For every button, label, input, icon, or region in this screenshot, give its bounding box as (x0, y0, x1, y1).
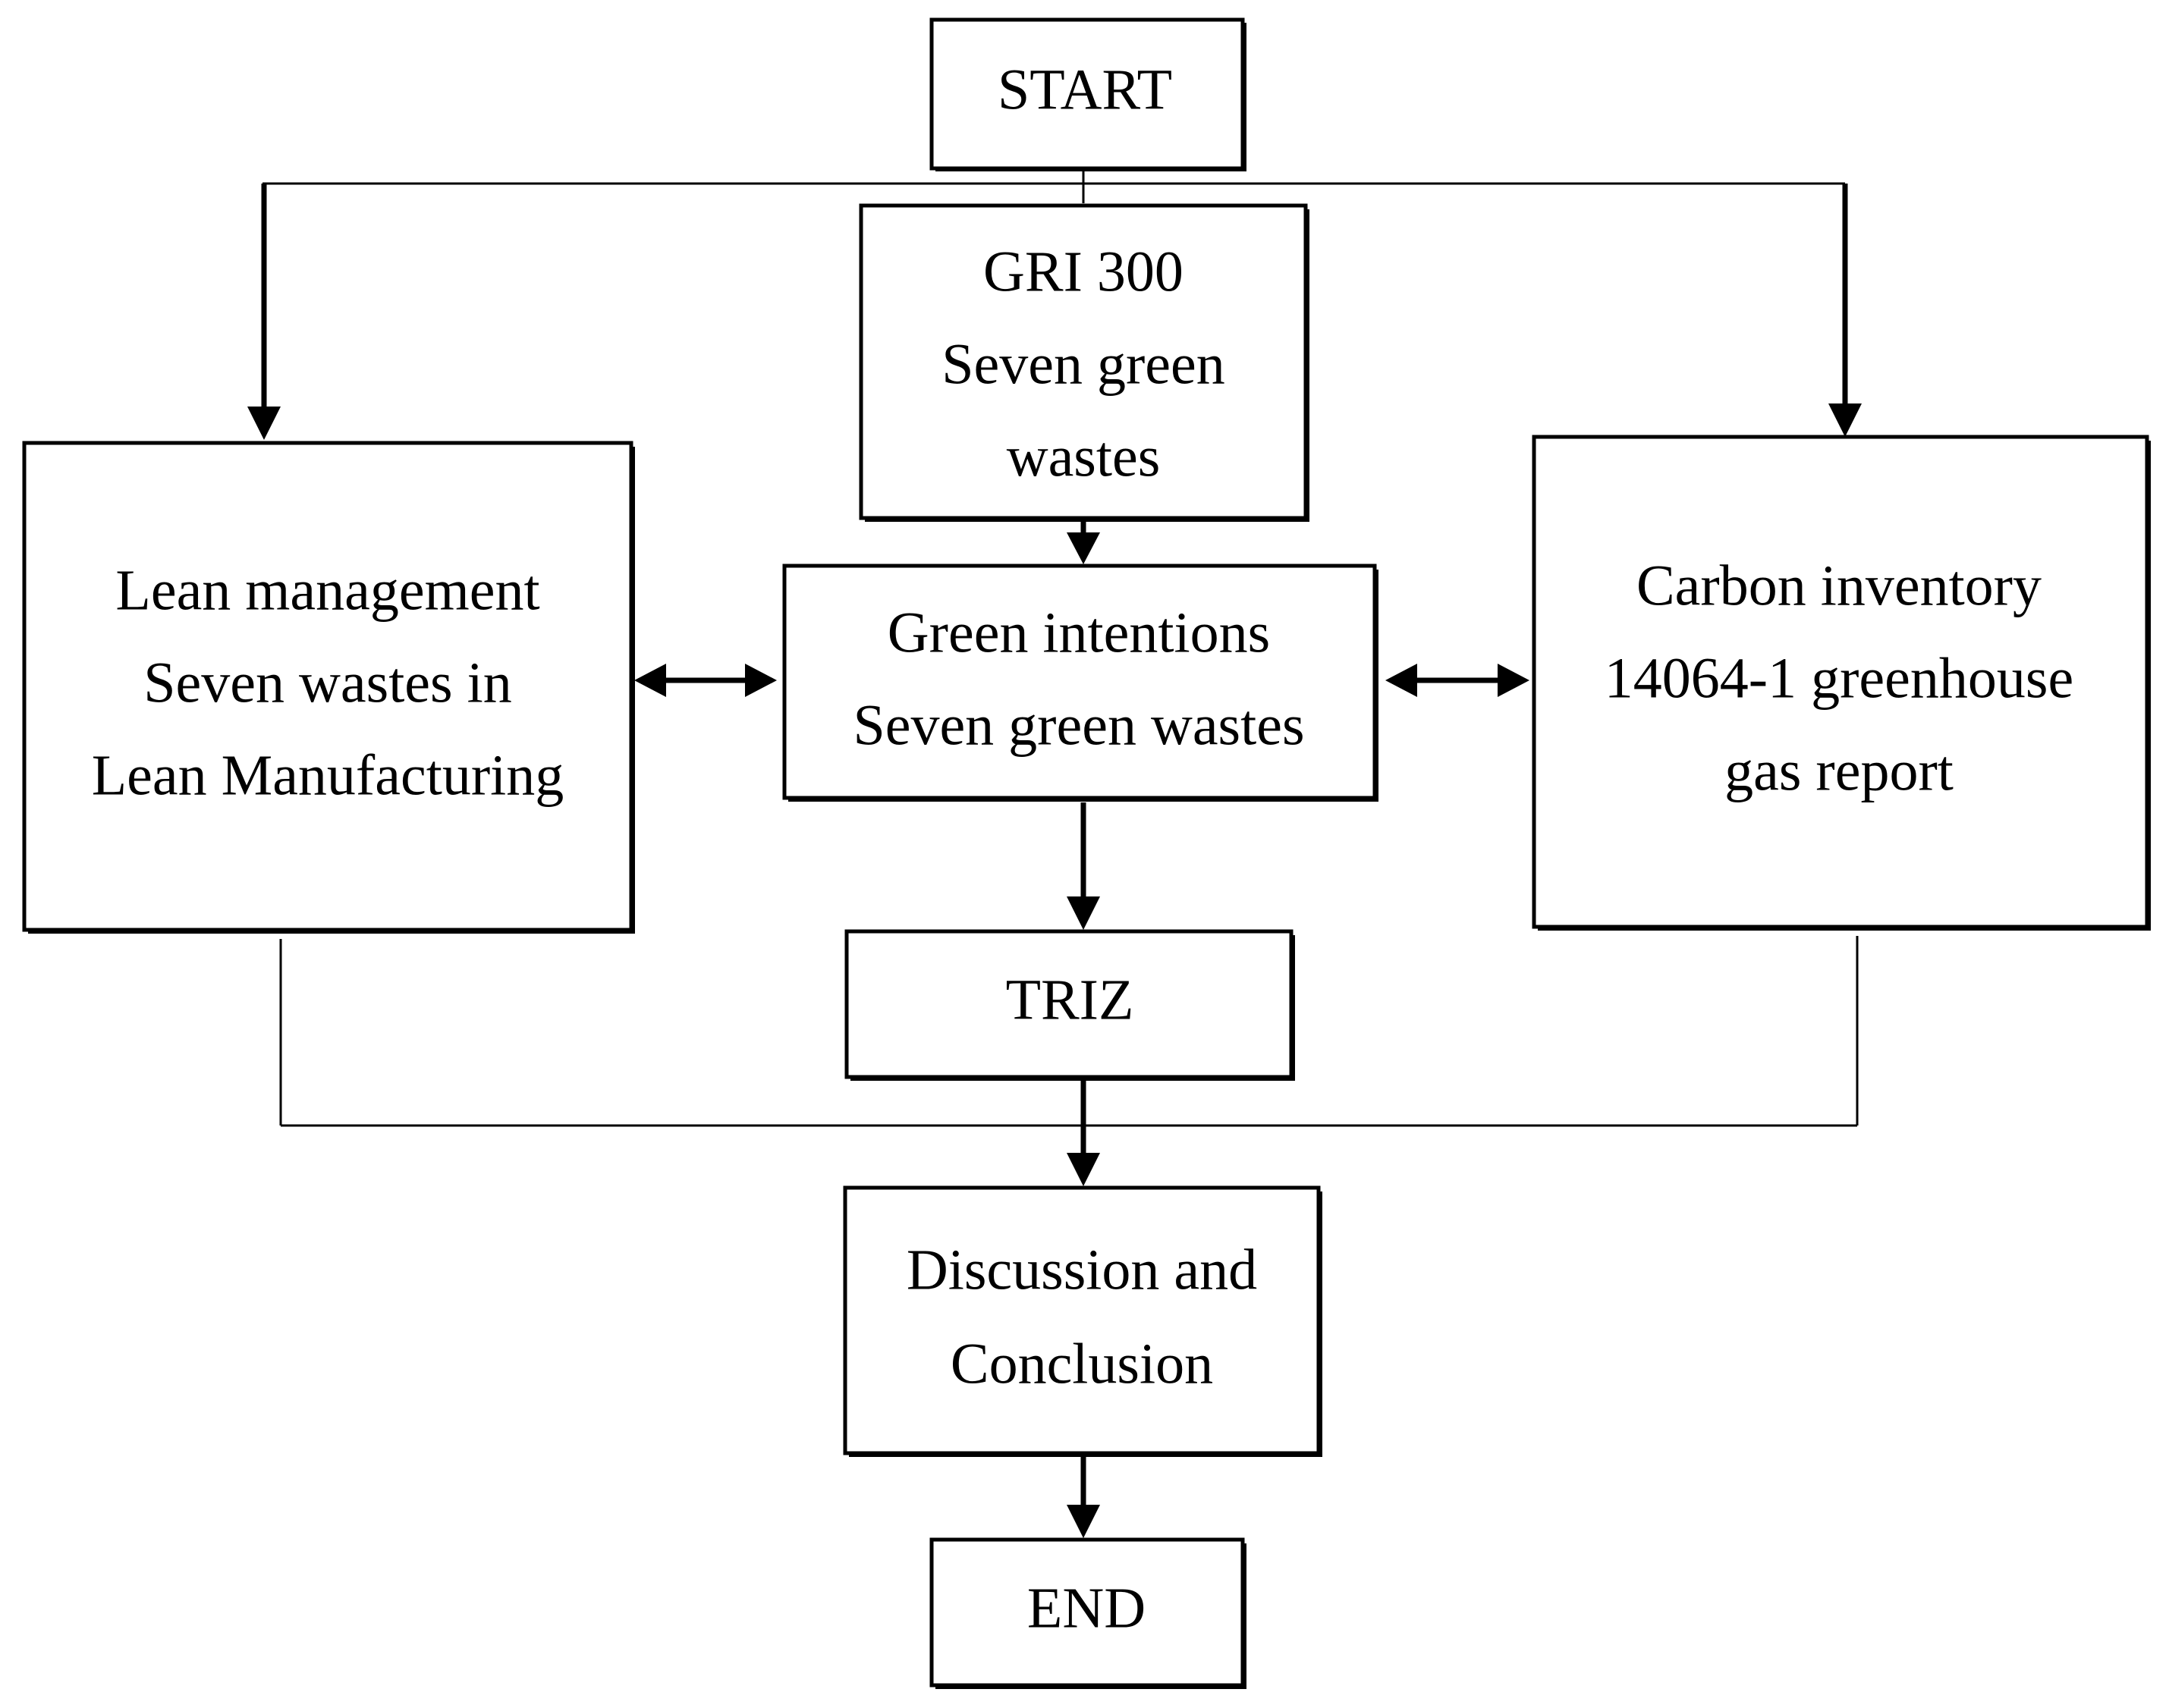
arrowhead-green (1067, 532, 1100, 564)
arrowhead-end (1067, 1505, 1100, 1538)
node-green-line-2: Seven green wastes (853, 693, 1304, 757)
node-carbon-line-2: 14064-1 greenhouse (1605, 646, 2073, 710)
arrowhead-discussion (1067, 1153, 1100, 1186)
node-discussion-line-2: Conclusion (951, 1332, 1213, 1396)
arrowhead-lean-green-left (634, 664, 666, 697)
node-gri-line-2: Seven green (941, 332, 1225, 396)
node-lean-line-1: Lean management (115, 558, 539, 622)
node-triz: TRIZ (844, 929, 1295, 1081)
arrowhead-triz (1067, 896, 1100, 930)
node-triz-label: TRIZ (1006, 968, 1134, 1031)
arrowhead-carbon (1828, 403, 1862, 437)
node-lean-line-2: Seven wastes in (143, 651, 511, 714)
arrowhead-lean-green-right (745, 664, 777, 697)
node-lean-line-3: Lean Manufacturing (92, 743, 564, 807)
node-start: START (929, 17, 1246, 171)
node-carbon-line-3: gas report (1724, 739, 1954, 802)
node-discussion: Discussion and Conclusion (843, 1185, 1322, 1457)
node-gri-line-1: GRI 300 (983, 240, 1184, 303)
node-carbon: Carbon inventory 14064-1 greenhouse gas … (1532, 435, 2151, 931)
node-discussion-line-1: Discussion and (907, 1238, 1257, 1301)
node-start-label: START (998, 58, 1172, 121)
node-end: END (929, 1537, 1246, 1689)
node-end-label: END (1027, 1576, 1146, 1640)
arrowhead-green-carbon-right (1498, 664, 1529, 697)
node-green-line-1: Green intentions (888, 601, 1270, 664)
node-lean: Lean management Seven wastes in Lean Man… (22, 441, 635, 934)
node-gri-line-3: wastes (1007, 425, 1161, 488)
node-gri: GRI 300 Seven green wastes (859, 203, 1309, 522)
connectors (247, 168, 1862, 1538)
arrowhead-lean (247, 407, 281, 440)
node-green: Green intentions Seven green wastes (782, 564, 1378, 802)
node-carbon-line-1: Carbon inventory (1636, 554, 2042, 617)
arrowhead-green-carbon-left (1385, 664, 1417, 697)
